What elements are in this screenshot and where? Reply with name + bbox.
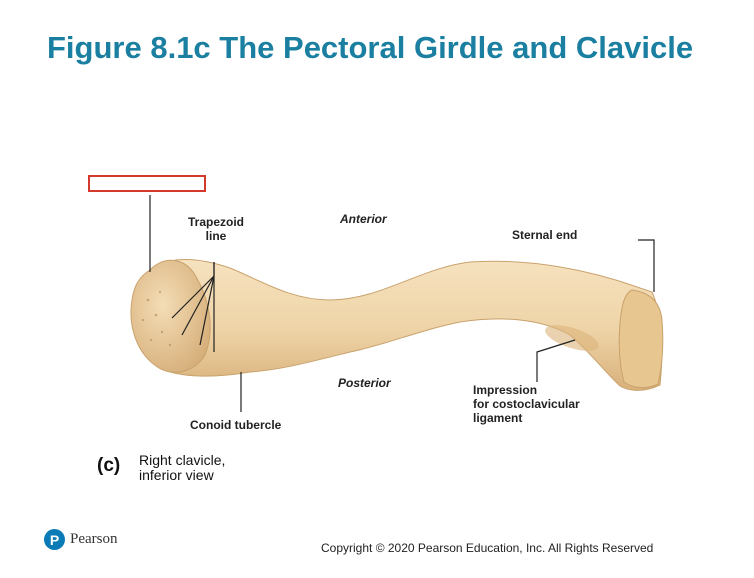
label-conoid-tubercle: Conoid tubercle (190, 418, 282, 432)
label-trapezoid-line: Trapezoid line (181, 215, 251, 243)
panel-caption: Right clavicle, inferior view (139, 453, 225, 483)
label-sternal-end: Sternal end (512, 228, 578, 242)
costoclavicular-impression (545, 325, 599, 351)
label-impression-3: ligament (473, 411, 523, 425)
clavicle-bone (131, 259, 663, 391)
leader-lines (149, 195, 655, 412)
slide-title: Figure 8.1c The Pectoral Girdle and Clav… (47, 30, 694, 65)
label-anterior: Anterior (340, 212, 387, 226)
pearson-logo-icon: P (44, 529, 65, 550)
acromial-end (130, 260, 211, 373)
sternal-end-facet (618, 289, 664, 389)
label-posterior: Posterior (338, 376, 391, 390)
pearson-logo: P Pearson (44, 529, 118, 550)
label-impression-2: for costoclavicular (473, 397, 580, 411)
copyright-notice: Copyright © 2020 Pearson Education, Inc.… (321, 541, 654, 555)
bone-texture (141, 290, 172, 347)
label-impression: Impression for costoclavicular ligament (473, 383, 580, 425)
label-trapezoid-line-2: line (205, 229, 227, 243)
panel-caption-2: inferior view (139, 467, 214, 483)
blank-label-box (88, 175, 206, 192)
panel-caption-1: Right clavicle, (139, 452, 226, 468)
label-trapezoid-line-1: Trapezoid (187, 215, 244, 229)
panel-letter: (c) (97, 455, 121, 476)
pearson-logo-text: Pearson (70, 531, 118, 547)
label-impression-1: Impression (473, 383, 538, 397)
